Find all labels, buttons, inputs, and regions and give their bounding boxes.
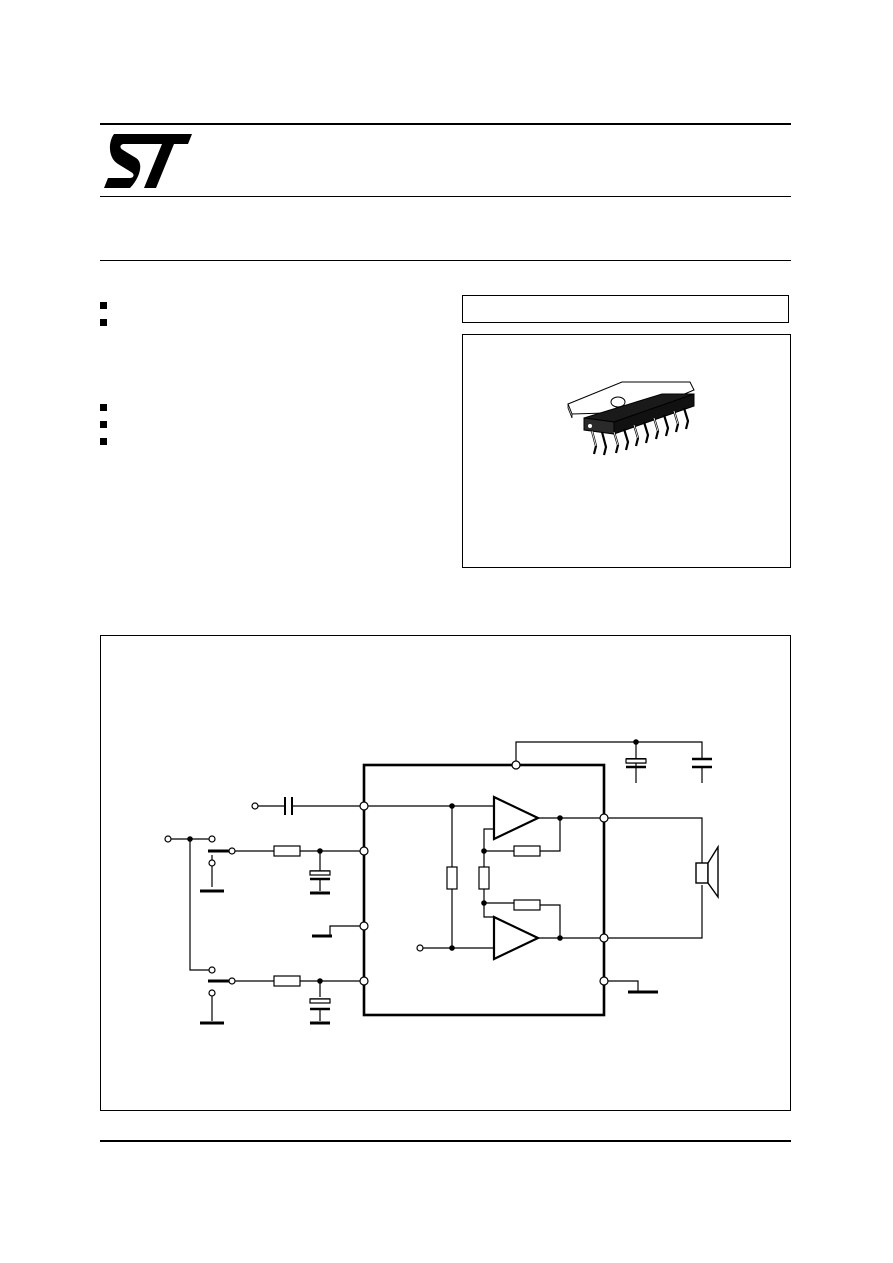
circuit-figure-frame — [100, 635, 791, 1111]
feature-bullet-3 — [100, 404, 107, 411]
package-header — [462, 295, 789, 323]
header-title — [100, 205, 791, 245]
package-box — [462, 334, 791, 568]
footer-rule — [100, 1140, 791, 1142]
feature-bullet-4 — [100, 421, 107, 428]
st-logo-icon — [104, 134, 192, 188]
header-rule-upper — [100, 196, 791, 197]
feature-bullet-5 — [100, 438, 107, 445]
header-rule-lower — [100, 260, 791, 261]
feature-bullet-2 — [100, 319, 107, 326]
top-rule — [100, 123, 791, 125]
feature-bullet-1 — [100, 302, 107, 309]
application-circuit-icon — [164, 739, 719, 1025]
multiwatt-package-icon — [567, 381, 695, 456]
